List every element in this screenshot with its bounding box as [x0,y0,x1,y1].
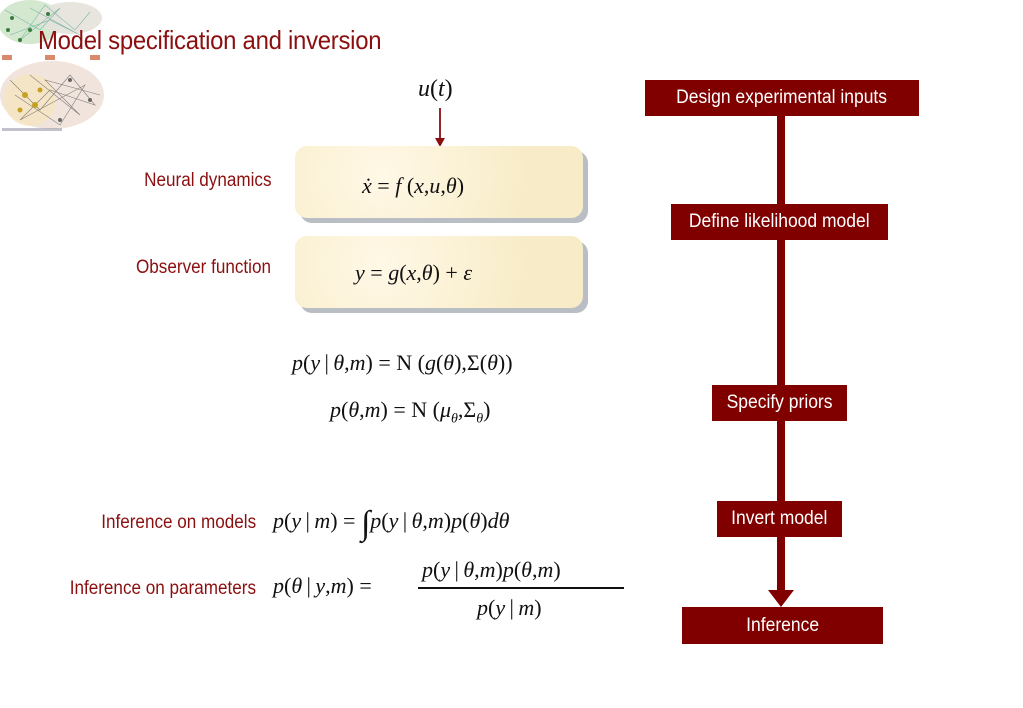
inference-parameters-label: Inference on parameters [70,578,256,600]
design-inputs-box: Design experimental inputs [645,80,919,116]
prior-equation: p(θ,m) = N (μθ,Σθ) [330,397,490,427]
inference-box: Inference [682,607,883,644]
page-title: Model specification and inversion [38,25,381,56]
flow-arrowhead [768,590,794,608]
specify-priors-box: Specify priors [712,385,847,421]
likelihood-model-box: Define likelihood model [671,204,888,240]
input-arrow [432,108,448,148]
observer-function-label: Observer function [136,257,271,279]
invert-model-label: Invert model [731,508,827,530]
model-evidence-equation: p(y | m) = ∫p(y | θ,m)p(θ)dθ [273,505,509,543]
posterior-numerator: p(y | θ,m)p(θ,m) [422,557,561,583]
brain-network-logo [0,0,110,135]
invert-model-box: Invert model [717,501,842,537]
fraction-bar [418,587,624,589]
likelihood-model-label: Define likelihood model [689,211,870,233]
neural-dynamics-equation: ẋ = f (x,u,θ) [362,173,464,199]
design-inputs-label: Design experimental inputs [677,87,888,109]
inference-models-label: Inference on models [101,512,256,534]
neural-dynamics-label: Neural dynamics [144,170,271,192]
input-label: u(t) [418,76,453,103]
posterior-lhs: p(θ | y,m) = [273,573,372,599]
likelihood-equation: p(y | θ,m) = N (g(θ),Σ(θ)) [292,350,513,376]
posterior-denominator: p(y | m) [477,595,542,621]
observer-function-equation: y = g(x,θ) + ε [355,260,472,286]
inference-label: Inference [746,615,819,637]
specify-priors-label: Specify priors [727,392,833,414]
